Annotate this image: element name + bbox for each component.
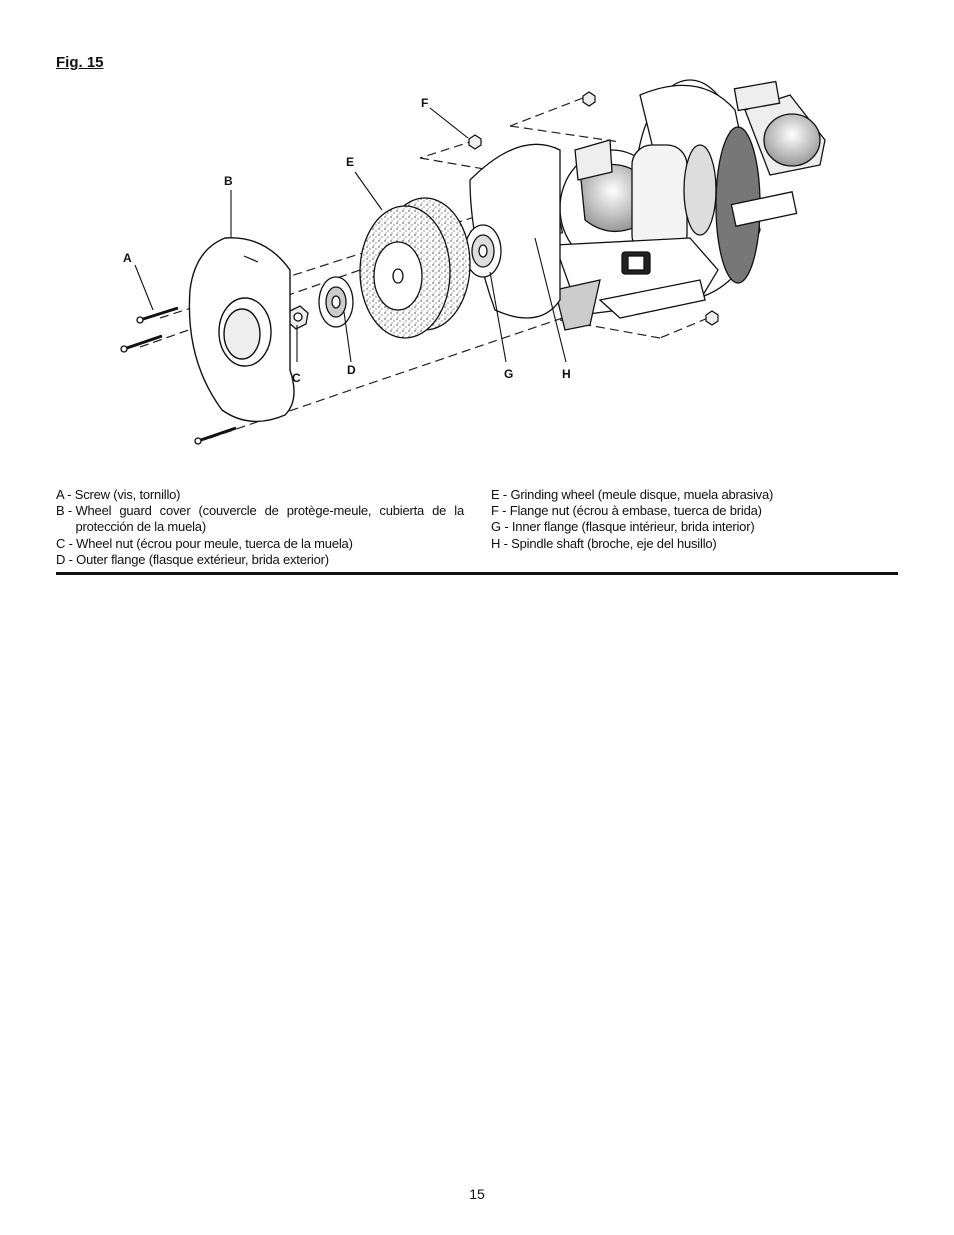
callout-d: D	[347, 363, 356, 377]
callout-leaders	[134, 107, 567, 363]
grinding-wheel	[359, 197, 471, 339]
legend-item: H - Spindle shaft (broche, eje del husil…	[491, 536, 891, 552]
legend-item: A - Screw (vis, tornillo)	[56, 487, 464, 503]
legend-text: Outer flange (flasque extérieur, brida e…	[76, 551, 329, 567]
legend-item: C - Wheel nut (écrou pour meule, tuerca …	[56, 536, 464, 552]
page-number: 15	[469, 1186, 485, 1202]
callout-c: C	[292, 371, 301, 385]
legend-text: Screw (vis, tornillo)	[74, 487, 181, 502]
legend-item: B - Wheel guard cover (couvercle de prot…	[56, 503, 464, 535]
outer-flange	[318, 276, 354, 328]
grinder-body	[554, 79, 826, 331]
legend-key: D -	[56, 551, 77, 567]
section-divider	[56, 572, 898, 575]
legend-left: A - Screw (vis, tornillo) B - Wheel guar…	[56, 487, 464, 568]
legend-key: F -	[491, 503, 510, 519]
legend-text: Grinding wheel (meule disque, muela abra…	[510, 487, 774, 502]
legend-item: D - Outer flange (flasque extérieur, bri…	[56, 552, 464, 568]
legend-item: F - Flange nut (écrou à embase, tuerca d…	[491, 503, 891, 519]
legend-key: E -	[491, 487, 511, 502]
callout-h: H	[562, 367, 571, 381]
legend-key: A -	[56, 487, 75, 502]
exploded-view-diagram: A B C D E F G H	[120, 79, 826, 445]
callout-b: B	[224, 174, 233, 188]
inner-flange	[464, 224, 502, 278]
legend-text: Wheel nut (écrou pour meule, tuerca de l…	[76, 535, 353, 551]
legend-text: Spindle shaft (broche, eje del husillo)	[511, 535, 717, 551]
flange-nuts	[468, 91, 719, 326]
legend-right: E - Grinding wheel (meule disque, muela …	[491, 487, 891, 552]
wheel-nut	[287, 305, 309, 330]
legend-item: G - Inner flange (flasque intérieur, bri…	[491, 519, 891, 535]
callout-f: F	[421, 96, 428, 110]
legend-key: G -	[491, 519, 512, 535]
legend-text: Inner flange (flasque intérieur, brida i…	[511, 519, 755, 535]
callout-g: G	[504, 367, 513, 381]
legend-text: Wheel guard cover (couvercle de protège-…	[75, 503, 464, 535]
legend-key: B -	[56, 503, 76, 519]
callout-e: E	[346, 155, 354, 169]
legend-text: Flange nut (écrou à embase, tuerca de br…	[509, 503, 762, 519]
legend-key: H -	[491, 535, 512, 551]
legend-key: C -	[56, 535, 77, 551]
screws	[120, 306, 237, 445]
legend-item: E - Grinding wheel (meule disque, muela …	[491, 487, 891, 503]
callout-a: A	[123, 251, 132, 265]
figure-title: Fig. 15	[56, 54, 104, 71]
wheel-guard-cover	[188, 237, 295, 423]
